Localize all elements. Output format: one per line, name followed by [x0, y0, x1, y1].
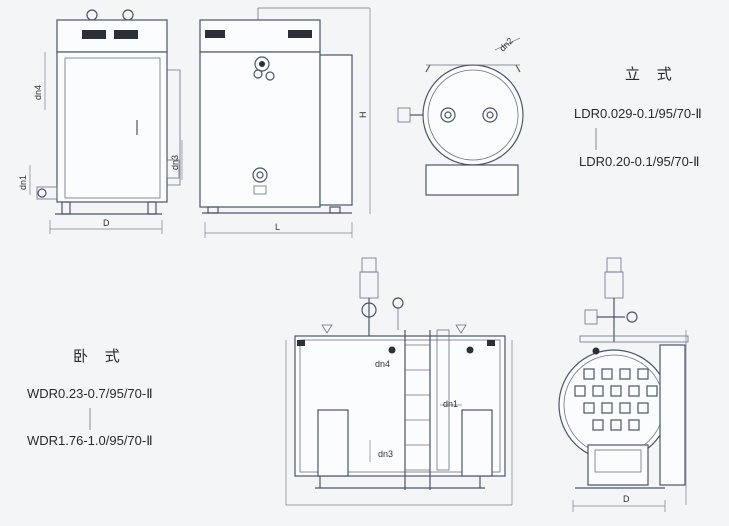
vertical-top-view — [397, 37, 524, 196]
vertical-front-view — [29, 9, 183, 234]
horizontal-category-label: 卧 式 — [73, 347, 126, 365]
horizontal-front-view — [285, 257, 513, 506]
vertical-dim-dn1: dn1 — [18, 175, 28, 190]
horizontal-end-view — [558, 257, 689, 512]
horizontal-dim-dn4: dn4 — [375, 359, 390, 369]
horizontal-model-to: WDR1.76-1.0/95/70-Ⅱ — [27, 433, 153, 448]
vertical-model-to: LDR0.20-0.1/95/70-Ⅱ — [579, 154, 700, 169]
horizontal-dim-d: D — [623, 494, 630, 504]
vertical-dim-l: L — [275, 222, 280, 232]
vertical-dim-dn3: dn3 — [170, 155, 180, 170]
vertical-side-view — [199, 7, 371, 238]
vertical-dim-dn4: dn4 — [33, 85, 43, 100]
horizontal-model-from: WDR0.23-0.7/95/70-Ⅱ — [27, 386, 153, 401]
vertical-dim-h: H — [358, 112, 368, 119]
horizontal-dim-dn1: dn1 — [443, 399, 458, 409]
vertical-dim-d: D — [103, 218, 110, 228]
vertical-category-label: 立 式 — [625, 65, 678, 83]
vertical-model-from: LDR0.029-0.1/95/70-Ⅱ — [574, 106, 702, 121]
vertical-dim-dn2: dn2 — [497, 36, 515, 54]
horizontal-dim-dn3: dn3 — [378, 449, 393, 459]
